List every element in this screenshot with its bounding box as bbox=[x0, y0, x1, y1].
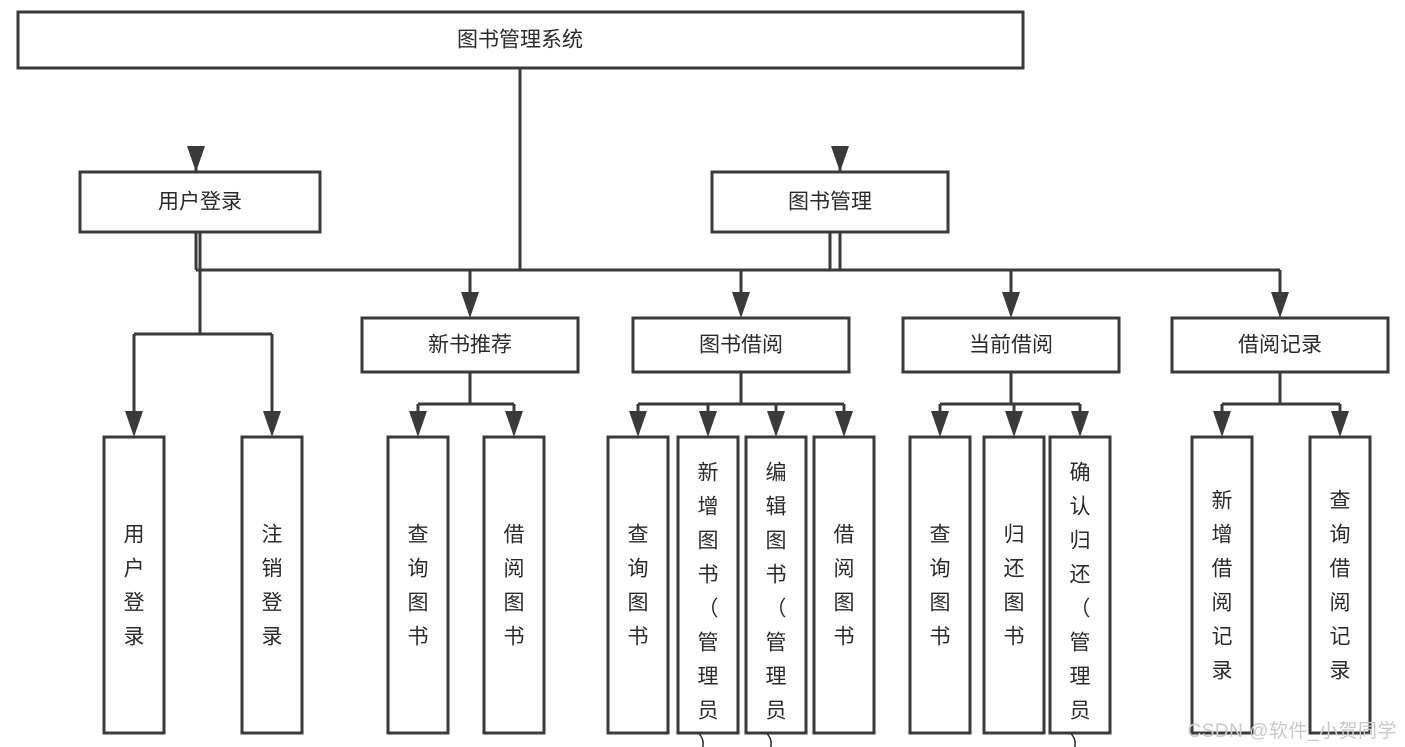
arrow-to-book-borrow bbox=[732, 292, 750, 318]
node-borrow-record[interactable]: 借阅记录 bbox=[1170, 316, 1390, 374]
node-book-borrow-label: 图书借阅 bbox=[699, 334, 783, 357]
arrow-to-leaf-query-record bbox=[1331, 411, 1349, 437]
arrow-to-book-manage bbox=[831, 146, 849, 172]
node-book-manage[interactable]: 图书管理 bbox=[710, 170, 950, 234]
leaf-query-book-1-label: 查询图书 bbox=[408, 523, 429, 648]
leaf-return-book-label: 归还图书 bbox=[1004, 523, 1025, 648]
node-current-borrow-label: 当前借阅 bbox=[969, 334, 1053, 357]
connectors-borrow-record-to-leaves bbox=[1220, 372, 1342, 411]
arrow-to-leaf-add-book bbox=[699, 411, 717, 437]
arrow-to-leaf-confirm-return bbox=[1071, 411, 1089, 437]
leaf-query-book-3[interactable]: 查询图书 bbox=[908, 435, 972, 735]
leaf-nodes-layer: 用户登录 注销登录 查询图书 借阅图书 查询图书 新增图书（管理员） 编辑图书（管理员） 借阅… bbox=[102, 435, 1372, 747]
leaf-user-login-label: 用户登录 bbox=[124, 523, 145, 648]
leaf-add-record-label: 新增借阅记录 bbox=[1212, 489, 1233, 682]
leaf-add-book-label: 新增图书（管理员） bbox=[698, 461, 719, 747]
leaf-logout-label: 注销登录 bbox=[262, 523, 283, 648]
connectors-new-book-rec-to-leaves bbox=[416, 372, 516, 411]
leaf-query-book-3-label: 查询图书 bbox=[930, 523, 951, 648]
leaf-query-record-label: 查询借阅记录 bbox=[1330, 489, 1351, 682]
leaf-add-record[interactable]: 新增借阅记录 bbox=[1190, 435, 1254, 735]
connectors-root-to-level2 bbox=[194, 68, 842, 272]
leaf-borrow-book-1[interactable]: 借阅图书 bbox=[482, 435, 546, 735]
arrow-to-leaf-user-login bbox=[125, 411, 143, 437]
connectors-book-borrow-to-leaves bbox=[636, 372, 846, 411]
connectors-book-manage-to-level3 bbox=[468, 232, 1282, 292]
node-current-borrow[interactable]: 当前借阅 bbox=[901, 316, 1121, 374]
connectors-user-login-to-leaves bbox=[132, 232, 274, 411]
leaf-borrow-book-1-label: 借阅图书 bbox=[504, 523, 525, 648]
arrow-to-leaf-borrow-book-2 bbox=[835, 411, 853, 437]
leaf-edit-book[interactable]: 编辑图书（管理员） bbox=[744, 435, 808, 747]
node-root-label: 图书管理系统 bbox=[457, 29, 583, 52]
node-user-login[interactable]: 用户登录 bbox=[78, 170, 322, 234]
leaf-borrow-book-2[interactable]: 借阅图书 bbox=[812, 435, 876, 735]
arrow-to-leaf-logout bbox=[263, 411, 281, 437]
node-user-login-label: 用户登录 bbox=[158, 191, 242, 214]
node-book-manage-label: 图书管理 bbox=[788, 191, 872, 214]
node-new-book-rec-label: 新书推荐 bbox=[428, 334, 512, 357]
arrow-to-leaf-edit-book bbox=[767, 411, 785, 437]
leaf-add-book[interactable]: 新增图书（管理员） bbox=[676, 435, 740, 747]
arrow-to-leaf-query-book-2 bbox=[629, 411, 647, 437]
node-borrow-record-label: 借阅记录 bbox=[1238, 334, 1322, 357]
arrow-to-leaf-add-record bbox=[1213, 411, 1231, 437]
arrow-to-borrow-record bbox=[1271, 292, 1289, 318]
leaf-query-record[interactable]: 查询借阅记录 bbox=[1308, 435, 1372, 735]
arrow-to-current-borrow bbox=[1002, 292, 1020, 318]
leaf-query-book-2[interactable]: 查询图书 bbox=[606, 435, 670, 735]
leaf-logout[interactable]: 注销登录 bbox=[240, 435, 304, 735]
arrow-to-new-book-rec bbox=[461, 292, 479, 318]
leaf-return-book[interactable]: 归还图书 bbox=[982, 435, 1046, 735]
leaf-query-book-2-label: 查询图书 bbox=[628, 523, 649, 648]
leaf-confirm-return-label: 确认归还（管理员） bbox=[1070, 461, 1091, 747]
node-new-book-rec[interactable]: 新书推荐 bbox=[360, 316, 580, 374]
arrow-to-leaf-query-book-1 bbox=[409, 411, 427, 437]
leaf-borrow-book-2-label: 借阅图书 bbox=[834, 523, 855, 648]
connectors-current-borrow-to-leaves bbox=[938, 372, 1082, 411]
leaf-query-book-1[interactable]: 查询图书 bbox=[386, 435, 450, 735]
leaf-edit-book-label: 编辑图书（管理员） bbox=[766, 461, 787, 747]
arrow-to-user-login bbox=[187, 146, 205, 172]
node-root[interactable]: 图书管理系统 bbox=[16, 10, 1025, 70]
arrow-to-leaf-return-book bbox=[1005, 411, 1023, 437]
node-book-borrow[interactable]: 图书借阅 bbox=[631, 316, 851, 374]
arrow-to-leaf-query-book-3 bbox=[931, 411, 949, 437]
arrow-to-leaf-borrow-book-1 bbox=[505, 411, 523, 437]
leaf-user-login[interactable]: 用户登录 bbox=[102, 435, 166, 735]
leaf-confirm-return[interactable]: 确认归还（管理员） bbox=[1048, 435, 1112, 747]
